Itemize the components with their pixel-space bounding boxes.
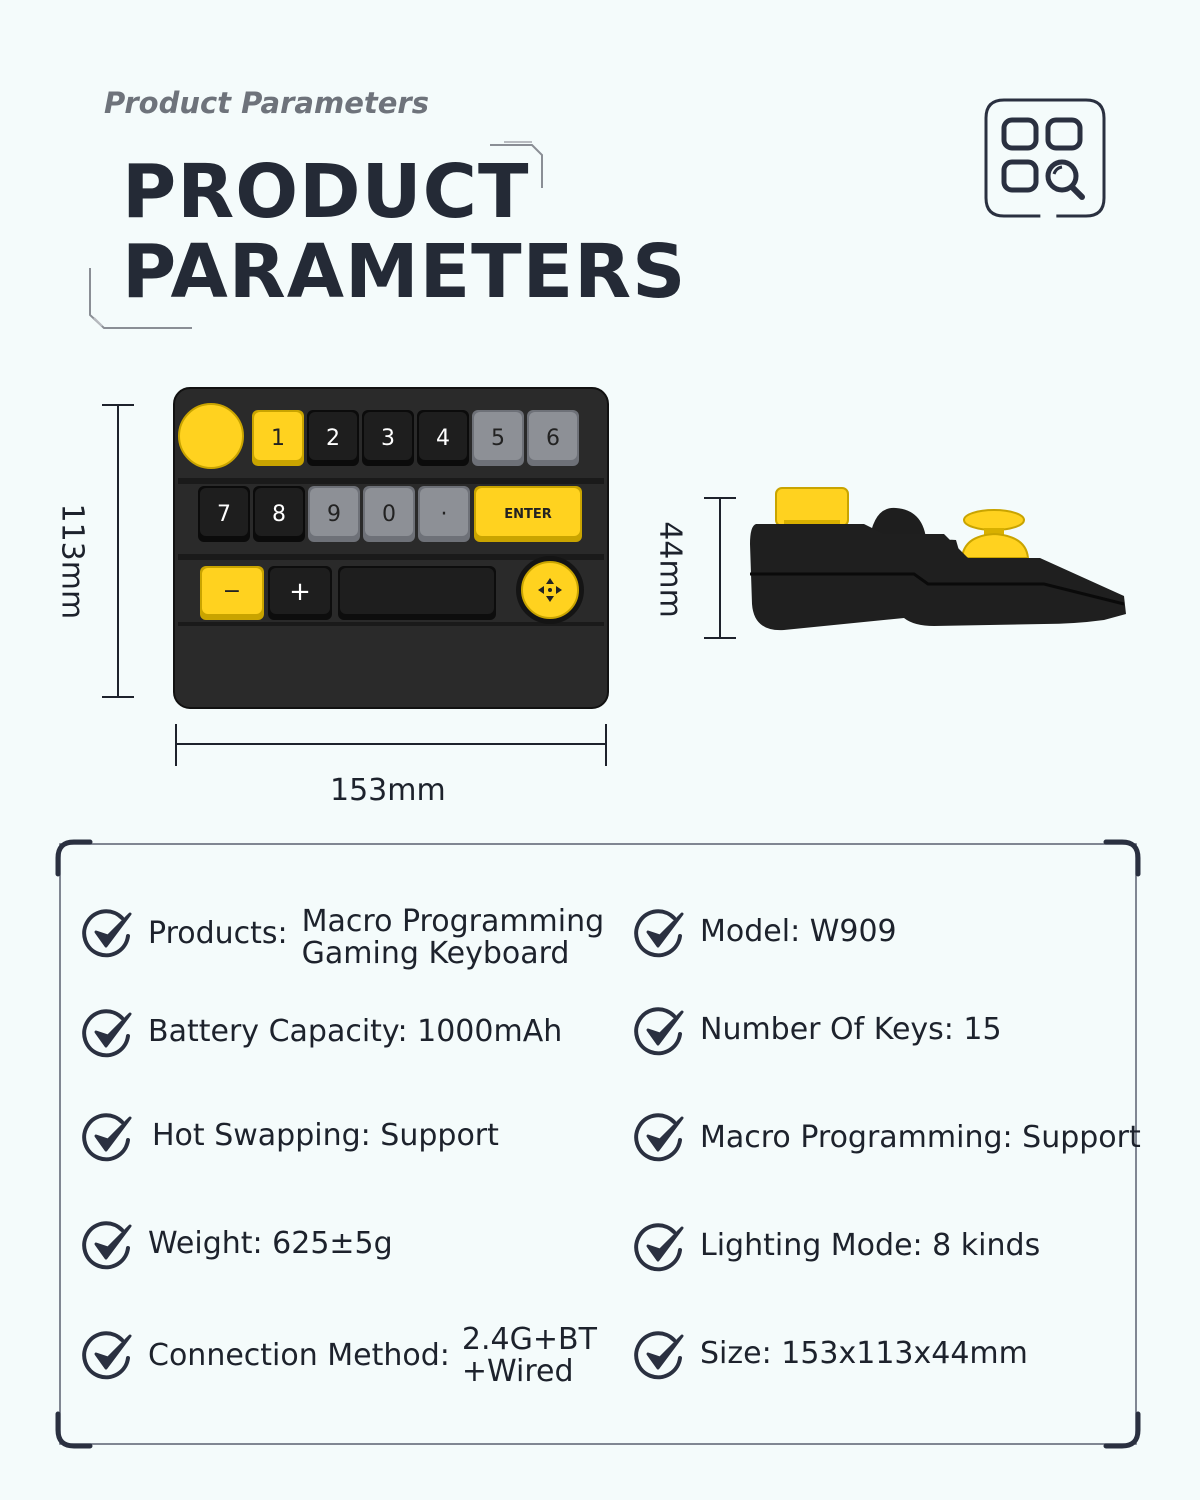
spec-connection-value-1: 2.4G+BT [461, 1322, 597, 1357]
key-5: 5 [472, 410, 524, 466]
key-label: 8 [272, 502, 286, 527]
spec-hot-swap-text: Hot Swapping: Support [152, 1118, 499, 1153]
spec-weight-text: Weight: 625±5g [148, 1226, 393, 1261]
key-minus: − [200, 566, 264, 620]
key-label: ENTER [504, 507, 552, 522]
spec-panel-frame [55, 839, 1141, 1449]
key-9: 9 [308, 486, 360, 542]
spec-products-value-1: Macro Programming [301, 904, 605, 939]
key-label: 6 [546, 426, 560, 451]
width-label: 153mm [330, 773, 446, 808]
spec-macro: Macro Programming: Support [634, 1110, 1141, 1162]
check-circle-icon [634, 1007, 684, 1056]
title-line-2: PARAMETERS [122, 229, 687, 315]
spec-lighting-text: Lighting Mode: 8 kinds [700, 1228, 1041, 1263]
key-label: · [441, 502, 448, 527]
key-3: 3 [362, 410, 414, 466]
check-circle-icon [634, 909, 684, 958]
key-label: 4 [436, 426, 450, 451]
key-label: 2 [326, 426, 340, 451]
title-line-1: PRODUCT [122, 149, 530, 235]
key-label: 1 [271, 426, 285, 451]
spec-battery-text: Battery Capacity: 1000mAh [148, 1014, 563, 1049]
width-dimension-line [175, 724, 607, 766]
key-8: 8 [253, 486, 305, 542]
keyboard-top-view: 1 2 3 4 5 6 7 8 9 0 · ENTER − + [173, 387, 609, 709]
title-bracket-decoration [89, 141, 543, 329]
key-label: 0 [382, 502, 396, 527]
keyboard-side-view [750, 487, 1126, 631]
spec-battery: Battery Capacity: 1000mAh [82, 1006, 562, 1058]
spec-connection-value-2: +Wired [461, 1354, 574, 1389]
spec-model: Model: W909 [634, 906, 897, 958]
height-dimension-line [102, 404, 134, 698]
key-4: 4 [417, 410, 469, 466]
check-circle-icon [82, 1221, 132, 1270]
key-plus: + [268, 566, 332, 620]
blank-key [338, 566, 496, 620]
subtitle: Product Parameters [104, 86, 429, 120]
check-circle-icon [82, 1331, 132, 1380]
spec-lighting: Lighting Mode: 8 kinds [634, 1220, 1040, 1272]
spec-products-label: Products: [148, 916, 288, 951]
check-circle-icon [634, 1331, 684, 1380]
spec-hot-swap: Hot Swapping: Support [82, 1110, 499, 1162]
spec-products-value-2: Gaming Keyboard [301, 936, 570, 971]
spec-keys: Number Of Keys: 15 [634, 1004, 1002, 1056]
key-7: 7 [198, 486, 250, 542]
svg-text:−: − [223, 579, 241, 604]
key-1: 1 [252, 410, 304, 466]
check-circle-icon [82, 1113, 132, 1162]
check-circle-icon [82, 1009, 132, 1058]
check-circle-icon [634, 1223, 684, 1272]
spec-size-text: Size: 153x113x44mm [700, 1336, 1028, 1371]
key-dot: · [418, 486, 470, 542]
spec-products: Products: Macro Programming Gaming Keybo… [82, 906, 604, 970]
height-label: 113mm [54, 503, 90, 620]
check-circle-icon [634, 1113, 684, 1162]
grid-search-icon [984, 98, 1106, 218]
spec-connection-label: Connection Method: [148, 1338, 450, 1373]
volume-knob [178, 403, 244, 469]
key-0: 0 [363, 486, 415, 542]
spec-keys-text: Number Of Keys: 15 [700, 1012, 1002, 1047]
spec-model-text: Model: W909 [700, 914, 897, 949]
spec-weight: Weight: 625±5g [82, 1218, 393, 1270]
spec-size: Size: 153x113x44mm [634, 1328, 1028, 1380]
key-6: 6 [527, 410, 579, 466]
key-enter: ENTER [474, 486, 582, 542]
key-label: 5 [491, 426, 505, 451]
page-title: PRODUCT PARAMETERS [122, 152, 686, 312]
key-label: 3 [381, 426, 395, 451]
key-2: 2 [307, 410, 359, 466]
key-label: 7 [217, 502, 231, 527]
key-label: 9 [327, 502, 341, 527]
svg-text:+: + [289, 577, 311, 607]
spec-connection: Connection Method: 2.4G+BT +Wired [82, 1324, 597, 1389]
depth-dimension-line [704, 497, 736, 639]
depth-label: 44mm [652, 521, 688, 618]
joystick [516, 556, 584, 624]
spec-macro-text: Macro Programming: Support [700, 1120, 1141, 1155]
check-circle-icon [82, 909, 132, 958]
